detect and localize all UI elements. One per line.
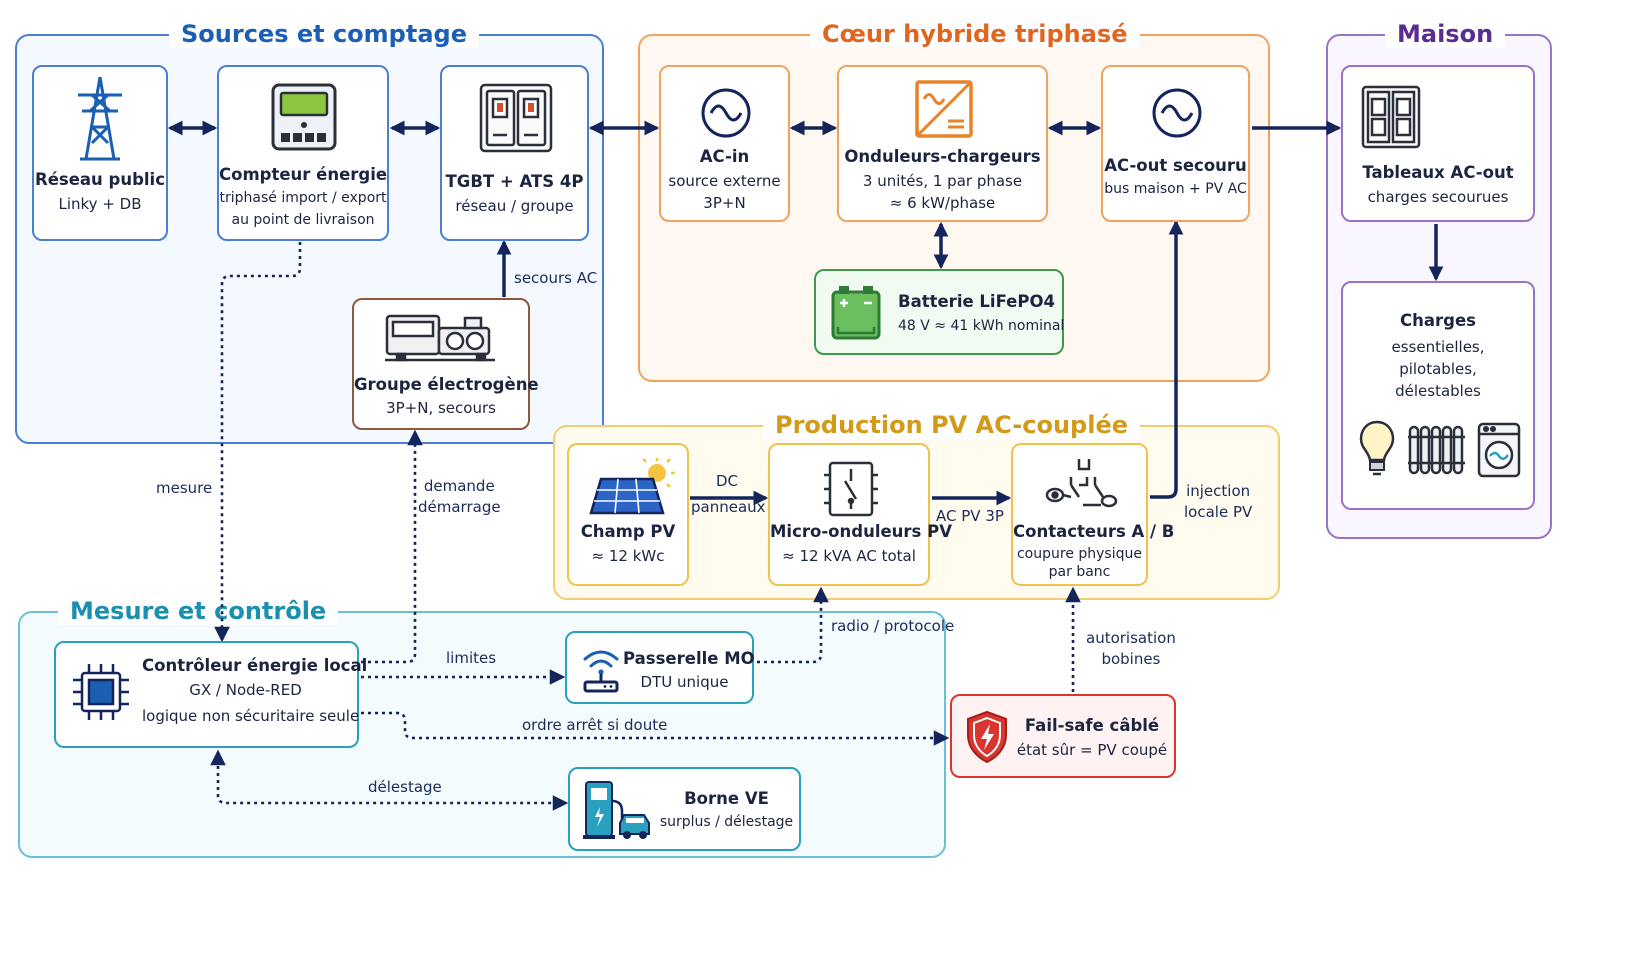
node-acin-sub2: 3P+N	[703, 194, 746, 212]
label-autorisation: autorisation bobines	[1086, 629, 1176, 668]
generator-icon	[385, 314, 495, 362]
node-passerelle-title: Passerelle MO	[623, 649, 755, 668]
node-onduleurs[interactable]: Onduleurs-chargeurs 3 unités, 1 par phas…	[837, 65, 1048, 222]
node-acout-sub: bus maison + PV AC	[1104, 181, 1247, 197]
group-maison-title: Maison	[1385, 20, 1506, 48]
label-limites: limites	[446, 649, 497, 667]
node-micro-sub: ≈ 12 kVA AC total	[782, 547, 916, 565]
node-groupe-title: Groupe électrogène	[354, 375, 539, 394]
node-batterie-title: Batterie LiFePO4	[898, 292, 1055, 311]
ac-sine-icon	[1152, 88, 1202, 138]
wifi-gateway-icon	[583, 650, 619, 693]
node-micro-title: Micro-onduleurs PV	[770, 522, 952, 541]
micro-inverter-icon	[824, 461, 878, 517]
label-mesure: mesure	[156, 479, 213, 497]
node-compteur-sub2: au point de livraison	[231, 212, 375, 228]
node-acin-sub1: source externe	[668, 172, 781, 190]
node-failsafe-title: Fail-safe câblé	[1024, 716, 1160, 735]
distribution-board-icon	[1361, 85, 1421, 149]
node-controleur[interactable]: Contrôleur énergie local GX / Node-RED l…	[54, 641, 368, 748]
node-charges-title: Charges	[1400, 311, 1476, 330]
node-passerelle-sub: DTU unique	[640, 673, 729, 691]
node-compteur[interactable]: Compteur énergie triphasé import / expor…	[217, 65, 389, 241]
battery-icon	[831, 286, 881, 340]
group-mesure-title: Mesure et contrôle	[58, 597, 339, 625]
node-tableaux-sub: charges secourues	[1367, 188, 1509, 206]
solar-panel-icon	[589, 458, 675, 515]
node-contacteurs-title: Contacteurs A / B	[1013, 522, 1175, 541]
node-champ-title: Champ PV	[580, 522, 676, 541]
ac-sine-icon	[701, 88, 751, 138]
node-acin[interactable]: AC-in source externe 3P+N	[659, 65, 790, 222]
node-contacteurs[interactable]: Contacteurs A / B coupure physique par b…	[1011, 443, 1175, 586]
node-controleur-sub1: GX / Node-RED	[189, 681, 302, 699]
group-sources-title: Sources et comptage	[169, 20, 479, 48]
shield-bolt-icon	[967, 710, 1007, 764]
node-champ-sub: ≈ 12 kWc	[591, 547, 665, 565]
node-reseau-title: Réseau public	[35, 170, 165, 189]
node-contacteurs-sub1: coupure physique	[1016, 546, 1142, 562]
label-injection: injection locale PV	[1184, 482, 1253, 521]
switchboard-icon	[479, 83, 553, 153]
group-coeur-title: Cœur hybride triphasé	[810, 20, 1140, 48]
node-tableaux-title: Tableaux AC-out	[1362, 163, 1514, 182]
node-charges-sub2: pilotables,	[1399, 360, 1477, 378]
node-failsafe[interactable]: Fail-safe câblé état sûr = PV coupé	[950, 694, 1176, 778]
node-groupe[interactable]: Groupe électrogène 3P+N, secours	[352, 298, 539, 430]
node-borne[interactable]: Borne VE surplus / délestage	[568, 767, 801, 851]
node-champ[interactable]: Champ PV ≈ 12 kWc	[567, 443, 689, 586]
ev-charger-icon	[583, 781, 650, 839]
node-batterie-sub: 48 V ≈ 41 kWh nominal	[898, 318, 1065, 334]
node-charges-sub1: essentielles,	[1391, 338, 1485, 356]
energy-meter-icon	[271, 83, 337, 151]
node-onduleurs-sub2: ≈ 6 kW/phase	[889, 194, 996, 212]
node-controleur-title: Contrôleur énergie local	[142, 656, 368, 675]
node-controleur-sub2: logique non sécuritaire seule	[142, 707, 360, 725]
label-dc-panneaux: DC panneaux	[691, 472, 766, 516]
inverter-icon	[915, 80, 973, 138]
node-tableaux[interactable]: Tableaux AC-out charges secourues	[1341, 65, 1535, 222]
radiator-icon	[1408, 425, 1465, 475]
node-reseau-sub: Linky + DB	[58, 195, 142, 213]
label-radio: radio / protocole	[831, 617, 955, 635]
node-onduleurs-title: Onduleurs-chargeurs	[844, 147, 1041, 166]
node-reseau[interactable]: Réseau public Linky + DB	[32, 65, 168, 241]
node-contacteurs-sub2: par banc	[1048, 564, 1111, 580]
label-secours-ac: secours AC	[514, 269, 598, 287]
label-demande: demande démarrage	[418, 477, 501, 516]
group-pv-title: Production PV AC-couplée	[763, 411, 1141, 439]
node-charges[interactable]: Charges essentielles, pilotables, délest…	[1341, 281, 1535, 510]
node-onduleurs-sub1: 3 unités, 1 par phase	[862, 172, 1023, 190]
contactor-icon	[1045, 459, 1118, 508]
node-passerelle[interactable]: Passerelle MO DTU unique	[565, 631, 755, 704]
pylon-icon	[78, 76, 122, 161]
node-acin-title: AC-in	[699, 147, 750, 166]
node-tgbt-sub: réseau / groupe	[455, 197, 574, 215]
node-acout[interactable]: AC-out secouru bus maison + PV AC	[1101, 65, 1250, 222]
node-failsafe-sub: état sûr = PV coupé	[1016, 741, 1168, 759]
node-compteur-sub1: triphasé import / export	[219, 190, 387, 206]
light-bulb-icon	[1359, 420, 1395, 476]
node-micro[interactable]: Micro-onduleurs PV ≈ 12 kVA AC total	[768, 443, 952, 586]
label-ordre: ordre arrêt si doute	[522, 716, 668, 734]
node-charges-sub3: délestables	[1395, 382, 1481, 400]
label-ac-pv-3p: AC PV 3P	[936, 507, 1004, 525]
node-borne-title: Borne VE	[684, 789, 769, 808]
node-batterie[interactable]: Batterie LiFePO4 48 V ≈ 41 kWh nominal	[814, 269, 1064, 355]
node-acout-title: AC-out secouru	[1104, 156, 1247, 175]
label-delestage: délestage	[368, 778, 442, 796]
chip-icon	[73, 664, 129, 720]
washing-machine-icon	[1477, 422, 1521, 478]
node-tgbt-title: TGBT + ATS 4P	[445, 172, 584, 191]
node-tgbt[interactable]: TGBT + ATS 4P réseau / groupe	[440, 65, 589, 241]
node-borne-sub: surplus / délestage	[659, 814, 794, 830]
node-compteur-title: Compteur énergie	[219, 165, 388, 184]
node-groupe-sub: 3P+N, secours	[386, 399, 496, 417]
